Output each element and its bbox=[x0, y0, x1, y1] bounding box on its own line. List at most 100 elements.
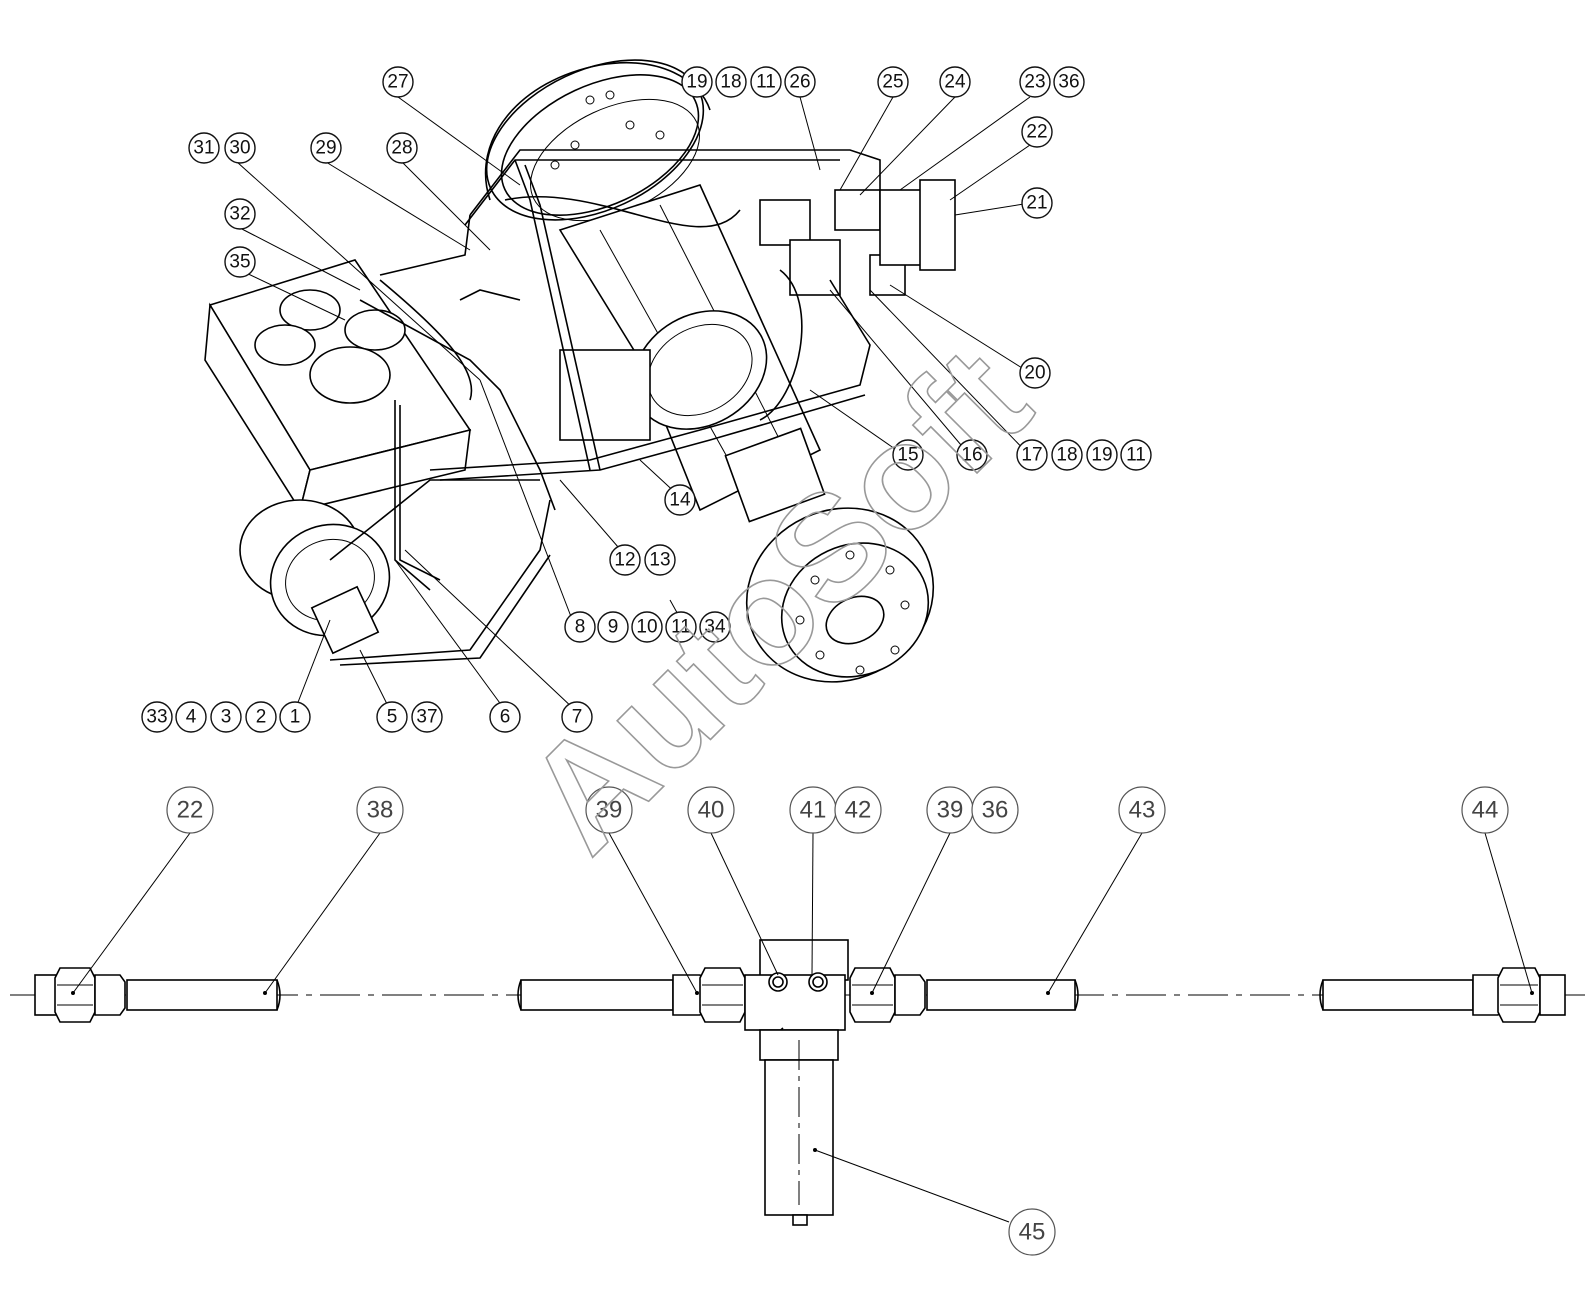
callout-38: 38 bbox=[356, 786, 404, 834]
hydraulic-tank bbox=[204, 259, 472, 513]
front-left-hub bbox=[239, 499, 391, 655]
svg-text:39: 39 bbox=[596, 797, 623, 824]
svg-text:11: 11 bbox=[756, 72, 776, 93]
callout-28: 28 bbox=[386, 132, 418, 164]
callout-33: 33 bbox=[141, 701, 173, 733]
callout-30: 30 bbox=[224, 132, 256, 164]
callout-16: 16 bbox=[956, 439, 988, 471]
axle-assembly-drawing bbox=[204, 59, 956, 683]
callout-31: 31 bbox=[188, 132, 220, 164]
callout-18-top: 18 bbox=[715, 66, 747, 98]
right-hose-43 bbox=[926, 979, 1076, 1011]
callout-6: 6 bbox=[489, 701, 521, 733]
callout-45: 45 bbox=[1008, 1208, 1056, 1256]
hydraulic-pipes bbox=[329, 149, 881, 666]
callout-21: 21 bbox=[1021, 187, 1053, 219]
svg-text:23: 23 bbox=[1024, 72, 1045, 93]
lower-callouts: 22 38 39 40 41 42 39 36 43 44 45 bbox=[166, 786, 1509, 1256]
callout-29: 29 bbox=[310, 132, 342, 164]
svg-text:10: 10 bbox=[636, 617, 657, 638]
callout-34: 34 bbox=[699, 611, 731, 643]
axle-housing bbox=[558, 184, 822, 512]
callout-4: 4 bbox=[175, 701, 207, 733]
svg-text:28: 28 bbox=[391, 138, 412, 159]
upper-callouts: 27 19 18 11 26 25 24 23 36 22 21 20 31 3… bbox=[141, 66, 1152, 733]
callout-27: 27 bbox=[382, 66, 414, 98]
callout-19-mid: 19 bbox=[1086, 439, 1118, 471]
callout-17: 17 bbox=[1016, 439, 1048, 471]
callout-9: 9 bbox=[597, 611, 629, 643]
callout-36-top: 36 bbox=[1053, 66, 1085, 98]
valve-block-cluster bbox=[759, 179, 956, 296]
svg-text:38: 38 bbox=[367, 797, 394, 824]
callout-11-top: 11 bbox=[750, 66, 782, 98]
svg-text:22: 22 bbox=[1026, 122, 1047, 143]
filter-bowl bbox=[759, 1029, 839, 1226]
svg-text:27: 27 bbox=[387, 72, 408, 93]
svg-text:5: 5 bbox=[387, 707, 398, 728]
svg-text:36: 36 bbox=[1058, 72, 1079, 93]
svg-text:13: 13 bbox=[649, 550, 670, 571]
svg-text:1: 1 bbox=[290, 707, 301, 728]
svg-text:12: 12 bbox=[614, 550, 635, 571]
svg-text:19: 19 bbox=[1091, 445, 1112, 466]
svg-text:2: 2 bbox=[256, 707, 267, 728]
callout-10: 10 bbox=[631, 611, 663, 643]
svg-text:19: 19 bbox=[686, 72, 707, 93]
svg-text:24: 24 bbox=[944, 72, 966, 93]
callout-26: 26 bbox=[784, 66, 816, 98]
callout-14: 14 bbox=[664, 484, 696, 516]
svg-text:29: 29 bbox=[315, 138, 336, 159]
svg-text:8: 8 bbox=[575, 617, 586, 638]
right-end-nut bbox=[1539, 974, 1566, 1016]
rear-wheel-drum bbox=[484, 59, 711, 222]
left-hose-38 bbox=[126, 979, 278, 1011]
svg-text:18: 18 bbox=[720, 72, 741, 93]
svg-text:30: 30 bbox=[229, 138, 250, 159]
svg-text:44: 44 bbox=[1472, 797, 1499, 824]
lower-leader-lines bbox=[71, 832, 1534, 1223]
callout-32: 32 bbox=[224, 198, 256, 230]
callout-11-mid: 11 bbox=[1120, 439, 1152, 471]
svg-text:6: 6 bbox=[500, 707, 511, 728]
callout-22-top: 22 bbox=[1021, 116, 1053, 148]
svg-text:42: 42 bbox=[845, 797, 872, 824]
callout-43: 43 bbox=[1118, 786, 1166, 834]
svg-text:33: 33 bbox=[146, 707, 167, 728]
callout-7: 7 bbox=[561, 701, 593, 733]
callout-25: 25 bbox=[877, 66, 909, 98]
svg-text:36: 36 bbox=[982, 797, 1009, 824]
callout-19-top: 19 bbox=[681, 66, 713, 98]
svg-text:45: 45 bbox=[1019, 1219, 1046, 1246]
svg-text:41: 41 bbox=[800, 797, 827, 824]
svg-text:32: 32 bbox=[229, 204, 250, 225]
svg-text:17: 17 bbox=[1021, 445, 1042, 466]
filter-line-drawing bbox=[10, 939, 1585, 1226]
svg-text:11: 11 bbox=[1126, 445, 1146, 466]
callout-1: 1 bbox=[279, 701, 311, 733]
callout-35: 35 bbox=[224, 246, 256, 278]
callout-12: 12 bbox=[609, 544, 641, 576]
svg-text:20: 20 bbox=[1024, 363, 1045, 384]
svg-text:31: 31 bbox=[193, 138, 214, 159]
svg-text:9: 9 bbox=[608, 617, 619, 638]
svg-text:37: 37 bbox=[416, 707, 437, 728]
svg-text:25: 25 bbox=[882, 72, 903, 93]
callout-37: 37 bbox=[411, 701, 443, 733]
callout-39-left: 39 bbox=[585, 786, 633, 834]
svg-text:21: 21 bbox=[1026, 193, 1047, 214]
svg-text:4: 4 bbox=[186, 707, 197, 728]
svg-text:26: 26 bbox=[789, 72, 810, 93]
svg-text:14: 14 bbox=[669, 490, 691, 511]
callout-42: 42 bbox=[834, 786, 882, 834]
svg-text:35: 35 bbox=[229, 252, 250, 273]
callout-11-bot: 11 bbox=[665, 611, 697, 643]
svg-text:39: 39 bbox=[937, 797, 964, 824]
svg-text:34: 34 bbox=[704, 617, 726, 638]
callout-13: 13 bbox=[644, 544, 676, 576]
svg-text:40: 40 bbox=[698, 797, 725, 824]
callout-39-right: 39 bbox=[926, 786, 974, 834]
svg-text:22: 22 bbox=[177, 797, 204, 824]
upper-leader-lines bbox=[236, 96, 1033, 711]
